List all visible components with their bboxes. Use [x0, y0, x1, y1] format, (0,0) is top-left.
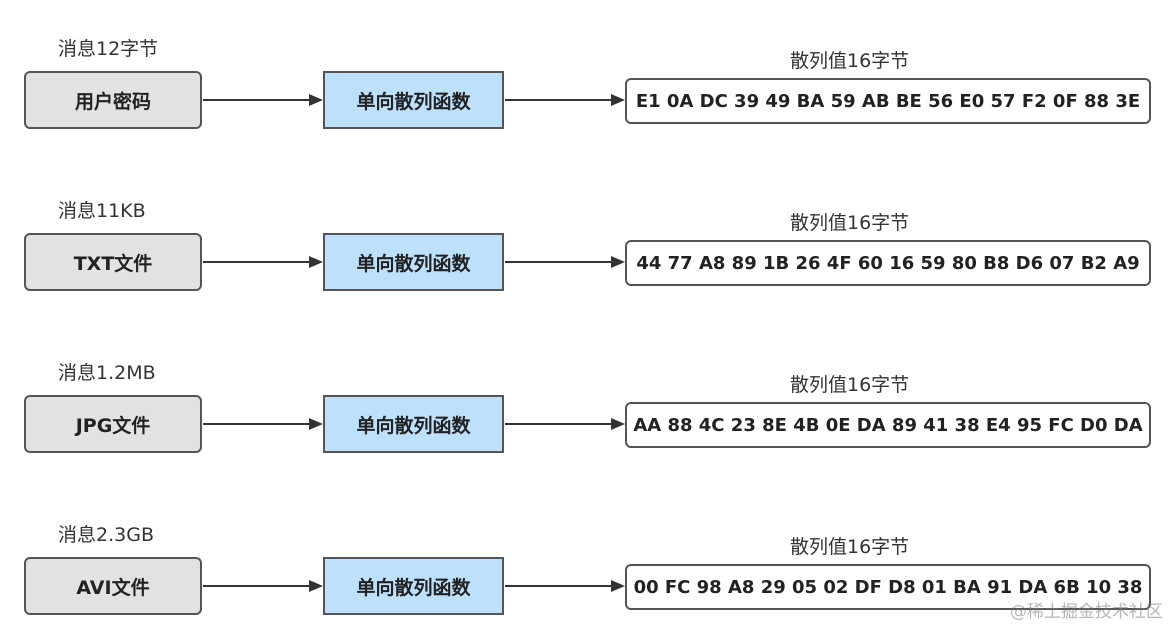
arrow-icon — [505, 580, 625, 592]
message-size-label: 消息12字节 — [58, 38, 159, 60]
hash-value-node: 44 77 A8 89 1B 26 4F 60 16 59 80 B8 D6 0… — [625, 240, 1151, 286]
watermark: @稀土掘金技术社区 — [1010, 602, 1163, 622]
hash-value-node: E1 0A DC 39 49 BA 59 AB BE 56 E0 57 F2 0… — [625, 78, 1151, 124]
message-size-label: 消息1.2MB — [58, 362, 156, 384]
hash-function-node: 单向散列函数 — [323, 71, 504, 129]
arrow-icon — [505, 94, 625, 106]
input-node: TXT文件 — [24, 233, 202, 291]
input-node: JPG文件 — [24, 395, 202, 453]
hash-size-label: 散列值16字节 — [790, 50, 910, 72]
arrow-icon — [203, 418, 323, 430]
arrow-icon — [505, 418, 625, 430]
arrow-icon — [505, 256, 625, 268]
hash-value-node: 00 FC 98 A8 29 05 02 DF D8 01 BA 91 DA 6… — [625, 564, 1151, 610]
diagram-row: 消息11KB TXT文件 单向散列函数 散列值16字节 44 77 A8 89 … — [0, 196, 1171, 306]
input-node: AVI文件 — [24, 557, 202, 615]
arrow-icon — [203, 94, 323, 106]
hash-size-label: 散列值16字节 — [790, 212, 910, 234]
diagram-row: 消息12字节 用户密码 单向散列函数 散列值16字节 E1 0A DC 39 4… — [0, 34, 1171, 144]
message-size-label: 消息11KB — [58, 200, 146, 222]
hash-size-label: 散列值16字节 — [790, 536, 910, 558]
diagram-row: 消息2.3GB AVI文件 单向散列函数 散列值16字节 00 FC 98 A8… — [0, 520, 1171, 630]
hash-function-node: 单向散列函数 — [323, 395, 504, 453]
arrow-icon — [203, 580, 323, 592]
hash-function-node: 单向散列函数 — [323, 557, 504, 615]
hash-value-node: AA 88 4C 23 8E 4B 0E DA 89 41 38 E4 95 F… — [625, 402, 1151, 448]
hash-function-node: 单向散列函数 — [323, 233, 504, 291]
input-node: 用户密码 — [24, 71, 202, 129]
hash-size-label: 散列值16字节 — [790, 374, 910, 396]
arrow-icon — [203, 256, 323, 268]
diagram-row: 消息1.2MB JPG文件 单向散列函数 散列值16字节 AA 88 4C 23… — [0, 358, 1171, 468]
message-size-label: 消息2.3GB — [58, 524, 154, 546]
